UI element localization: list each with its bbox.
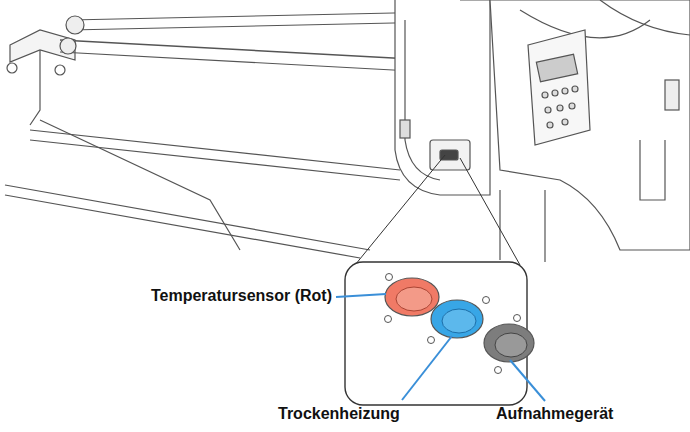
port-ring [484,324,534,362]
control-panel [528,30,590,145]
control-buttons [542,86,578,128]
screw [428,337,435,344]
button [552,90,558,96]
side-panel [395,0,490,195]
caster-wheel [7,63,17,73]
roller-bar [30,140,400,180]
part-label: Temperatursensor (Rot) [151,286,332,306]
caster-wheel [55,65,65,75]
button [557,105,563,111]
roller-hub [66,16,84,34]
roller-bar [30,130,400,170]
port-socket [442,309,476,333]
screw [385,316,392,323]
screw [386,274,393,281]
button [545,107,551,113]
port-socket [495,333,527,357]
part-label: Trockenheizung [278,404,400,424]
side-slot [400,120,410,138]
stand-frame [10,30,75,62]
screw [483,297,490,304]
take-up-port [484,315,534,374]
roller-bar [5,195,360,258]
button [569,103,575,109]
button [562,88,568,94]
zoom-line [355,155,445,265]
button [572,86,578,92]
display [536,54,577,81]
port-ring [385,278,439,316]
roller-bar [70,12,440,20]
roller-bar [5,185,370,250]
zoom-line [460,158,520,265]
button [562,119,568,125]
support-arm [40,120,240,250]
main-cover [460,0,690,250]
stand-leg [30,50,40,125]
rear-bracket [640,140,665,200]
cover-curve [600,0,690,35]
roller-hub [60,38,76,54]
screw [495,367,502,374]
dryer-heater-port [428,297,490,344]
screw [514,315,521,322]
leg [500,190,545,262]
part-label: Aufnahmegerät [496,404,613,424]
roller-bar [60,52,430,72]
roller-bar [70,22,440,30]
port-ring [431,300,483,338]
leader-line [510,360,545,401]
port-socket [396,287,432,311]
leader-line [336,294,386,297]
leader-line [402,336,452,400]
side-switch [665,80,679,110]
printer-line-art [5,0,690,262]
button [542,92,548,98]
roller-bar [60,40,430,60]
button [547,122,553,128]
